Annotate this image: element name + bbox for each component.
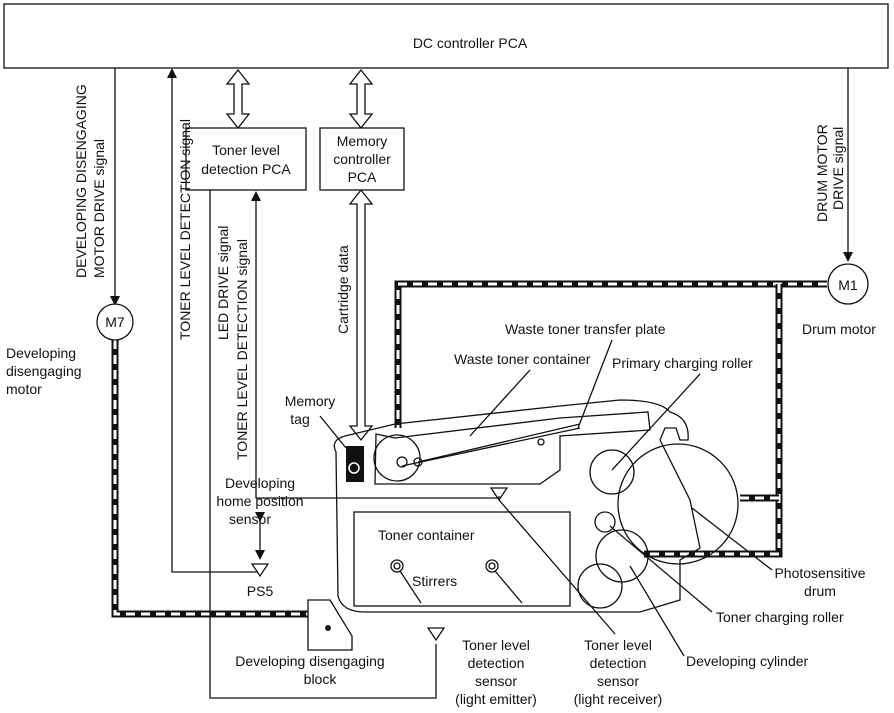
receiver-label-1: Toner level — [584, 637, 652, 653]
stirrer-right — [485, 559, 523, 604]
dev-cylinder-label: Developing cylinder — [686, 653, 809, 669]
drum-motor-signal-label-1: DRUM MOTOR — [814, 124, 830, 222]
primary-roller-label: Primary charging roller — [612, 355, 753, 371]
plate-pivot — [537, 438, 545, 446]
cartridge-data-label: Cartridge data — [335, 245, 351, 334]
bus-arrow-cartridge — [348, 188, 374, 442]
memory-tag — [346, 446, 364, 482]
toner-pca-label-1: Toner level — [212, 142, 280, 158]
emitter-sensor-triangle — [426, 627, 446, 642]
waste-plate-pointer — [577, 339, 613, 429]
stirrer-left — [390, 559, 422, 604]
waste-plate-label: Waste toner transfer plate — [505, 321, 666, 337]
memory-tag-label-2: tag — [290, 411, 309, 427]
toner-level-signal-label-2: TONER LEVEL DETECTION signal — [234, 239, 250, 460]
dev-block-label-2: block — [304, 671, 338, 687]
motor-m1 — [827, 263, 869, 305]
led-drive-signal-label: LED DRIVE signal — [215, 226, 231, 340]
dev-block-pin — [325, 625, 331, 631]
drum-motor-label: Drum motor — [802, 321, 876, 337]
dev-motor-label-3: motor — [6, 381, 42, 397]
waste-hub-inner — [396, 456, 408, 468]
emitter-label-1: Toner level — [462, 637, 530, 653]
dc-controller-label: DC controller PCA — [413, 35, 528, 51]
toner-container-label: Toner container — [378, 527, 475, 543]
toner-container-box — [353, 511, 571, 607]
drum-motor-signal-label-2: DRIVE signal — [830, 127, 846, 210]
receiver-label-2: detection — [590, 655, 647, 671]
transfer-plate-line-2 — [401, 427, 581, 467]
dev-motor-label-2: disengaging — [6, 363, 82, 379]
receiver-pointer — [498, 499, 616, 635]
photosensitive-drum — [617, 443, 739, 565]
led-drive-line — [209, 190, 437, 699]
developing-cylinder — [595, 529, 649, 583]
memory-pca-label-3: PCA — [348, 169, 377, 185]
home-sensor-label-1: Developing — [225, 475, 295, 491]
waste-container-hub — [373, 434, 421, 482]
dev-disengaging-block — [307, 599, 353, 651]
memory-pca-box — [319, 127, 405, 191]
toner-level-signal-line-2 — [251, 191, 500, 499]
waste-container-label: Waste toner container — [454, 351, 591, 367]
toner-charging-roller — [594, 511, 616, 533]
emitter-label-3: sensor — [475, 673, 517, 689]
cartridge-outline — [333, 399, 701, 613]
motor-m7-label: M7 — [105, 314, 125, 330]
receiver-sensor-triangle — [489, 487, 509, 502]
emitter-label-4: (light emitter) — [455, 691, 537, 707]
ps5-label: PS5 — [247, 583, 274, 599]
receiver-label-3: sensor — [597, 673, 639, 689]
toner-pca-box — [185, 127, 307, 191]
toner-pca-label-2: detection PCA — [201, 161, 291, 177]
memory-tag-pointer — [319, 415, 347, 449]
toner-roller-label: Toner charging roller — [716, 609, 844, 625]
ps5-sensor-triangle — [250, 563, 270, 578]
stirrers-label: Stirrers — [412, 573, 457, 589]
waste-container-pointer — [469, 369, 531, 437]
memory-pca-label-2: controller — [333, 151, 391, 167]
bus-arrow-toner-pca — [225, 68, 251, 130]
primary-charging-roller — [589, 449, 635, 495]
bus-arrow-memory-pca — [348, 68, 374, 130]
toner-level-signal-line-1 — [167, 68, 258, 573]
dev-motor-signal-label-1: DEVELOPING DISENGAGING — [73, 84, 89, 278]
primary-roller-pointer — [611, 373, 701, 471]
home-sensor-label-3: sensor — [229, 511, 271, 527]
toner-roller-pointer — [609, 525, 713, 613]
memory-pca-label-1: Memory — [337, 133, 388, 149]
emitter-label-2: detection — [468, 655, 525, 671]
dev-motor-signal-label-2: MOTOR DRIVE signal — [91, 139, 107, 278]
photo-drum-label-1: Photosensitive — [774, 565, 865, 581]
dev-cylinder-pointer — [629, 565, 685, 657]
dc-controller-box — [3, 3, 889, 69]
memory-tag-dot — [348, 462, 360, 474]
memory-tag-label-1: Memory — [285, 393, 336, 409]
dev-motor-label-1: Developing — [6, 345, 76, 361]
photo-drum-label-2: drum — [804, 583, 836, 599]
transfer-plate-line — [417, 423, 581, 463]
motor-m1-label: M1 — [838, 277, 858, 293]
lower-roller — [577, 563, 623, 609]
home-sensor-label-2: home position — [216, 493, 303, 509]
photo-drum-pointer — [691, 507, 773, 571]
motor-m7 — [96, 303, 134, 341]
dev-block-label-1: Developing disengaging — [235, 653, 384, 669]
waste-container — [374, 411, 651, 485]
toner-level-signal-label-1: TONER LEVEL DETECTION signal — [177, 119, 193, 340]
receiver-label-4: (light receiver) — [574, 691, 663, 707]
